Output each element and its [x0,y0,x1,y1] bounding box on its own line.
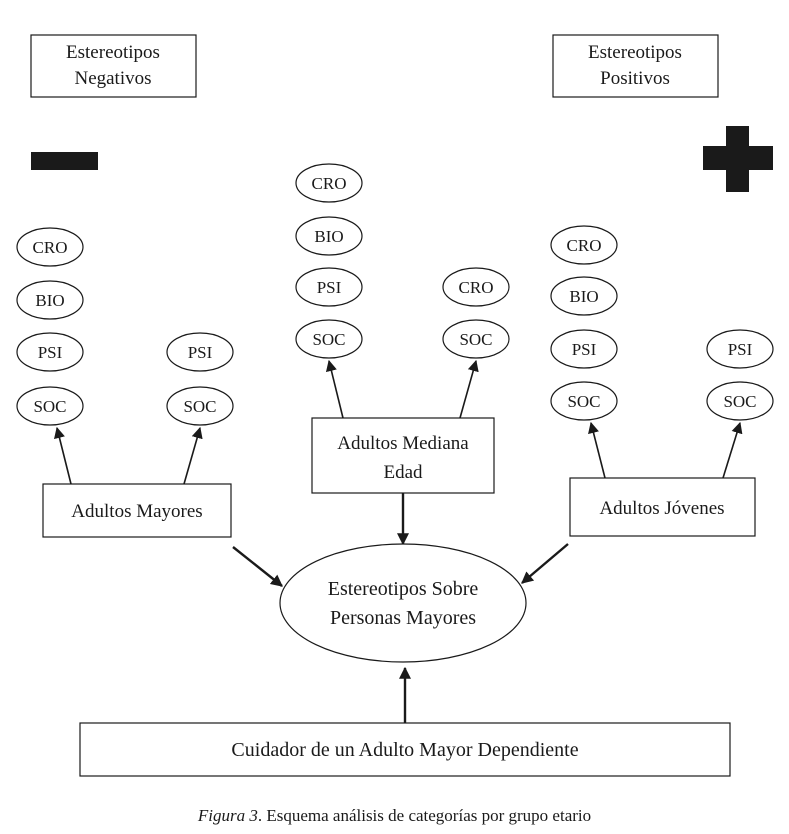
adultos-mediana-line2: Edad [383,462,423,483]
arrow-mayores-to-left-soc [54,426,72,485]
middle-cro-oval: CRO [295,163,363,203]
adultos-mayores-box: Adultos Mayores [42,483,232,538]
arrow-jovenes-to-right-soc [588,421,606,479]
arrow-mayores-to-left-secondary-soc [183,426,203,485]
svg-text:CRO: CRO [567,236,602,255]
svg-text:CRO: CRO [33,238,68,257]
right-secondary-soc-oval: SOC [706,381,774,421]
svg-text:SOC: SOC [567,392,600,411]
svg-text:SOC: SOC [183,397,216,416]
left-secondary-soc-oval: SOC [166,386,234,426]
negative-stereotypes-box: Estereotipos Negativos [30,34,197,98]
adultos-mediana-line1: Adultos Mediana [337,433,469,454]
svg-text:PSI: PSI [188,343,213,362]
figure-label: Figura 3 [197,806,258,825]
adultos-mayores-label: Adultos Mayores [71,501,202,522]
right-cro-oval: CRO [550,225,618,265]
svg-text:CRO: CRO [459,278,494,297]
arrow-mediana-to-middle-secondary-soc [459,359,479,419]
left-soc-oval: SOC [16,386,84,426]
svg-text:SOC: SOC [723,392,756,411]
svg-text:CRO: CRO [312,174,347,193]
adultos-mediana-edad-box: Adultos Mediana Edad [311,417,495,494]
figure-caption: Figura 3. Esquema análisis de categorías… [0,806,789,826]
arrow-jovenes-to-right-secondary-soc [722,421,743,479]
right-soc-oval: SOC [550,381,618,421]
middle-bio-oval: BIO [295,216,363,256]
adultos-jovenes-box: Adultos Jóvenes [569,477,756,537]
minus-sign-icon [31,152,98,170]
svg-text:BIO: BIO [35,291,64,310]
right-psi-oval: PSI [550,329,618,369]
positive-stereotypes-line2: Positivos [600,68,670,89]
svg-text:SOC: SOC [33,397,66,416]
left-cro-oval: CRO [16,227,84,267]
arrow-jovenes-to-central [521,543,569,584]
caregiver-label: Cuidador de un Adulto Mayor Dependiente [231,739,578,761]
caregiver-box: Cuidador de un Adulto Mayor Dependiente [79,722,731,777]
middle-soc-oval: SOC [295,319,363,359]
left-bio-oval: BIO [16,280,84,320]
central-stereotypes-ellipse: Estereotipos Sobre Personas Mayores [279,543,527,663]
right-secondary-psi-oval: PSI [706,329,774,369]
svg-text:PSI: PSI [317,278,342,297]
svg-text:PSI: PSI [38,343,63,362]
positive-stereotypes-box: Estereotipos Positivos [552,34,719,98]
left-psi-oval: PSI [16,332,84,372]
caption-text: . Esquema análisis de categorías por gru… [257,806,592,825]
arrow-mayores-to-central [232,546,283,587]
svg-text:PSI: PSI [728,340,753,359]
central-line2: Personas Mayores [330,607,476,629]
plus-sign-icon [703,126,773,192]
positive-stereotypes-line1: Estereotipos [588,42,682,63]
central-line1: Estereotipos Sobre [328,578,479,600]
arrow-mediana-to-middle-soc [325,359,344,419]
svg-text:SOC: SOC [312,330,345,349]
svg-text:PSI: PSI [572,340,597,359]
svg-text:BIO: BIO [314,227,343,246]
svg-text:SOC: SOC [459,330,492,349]
left-secondary-psi-oval: PSI [166,332,234,372]
middle-secondary-cro-oval: CRO [442,267,510,307]
adultos-jovenes-label: Adultos Jóvenes [599,498,724,519]
right-bio-oval: BIO [550,276,618,316]
svg-text:BIO: BIO [569,287,598,306]
negative-stereotypes-line2: Negativos [74,68,151,89]
middle-secondary-soc-oval: SOC [442,319,510,359]
negative-stereotypes-line1: Estereotipos [66,42,160,63]
middle-psi-oval: PSI [295,267,363,307]
